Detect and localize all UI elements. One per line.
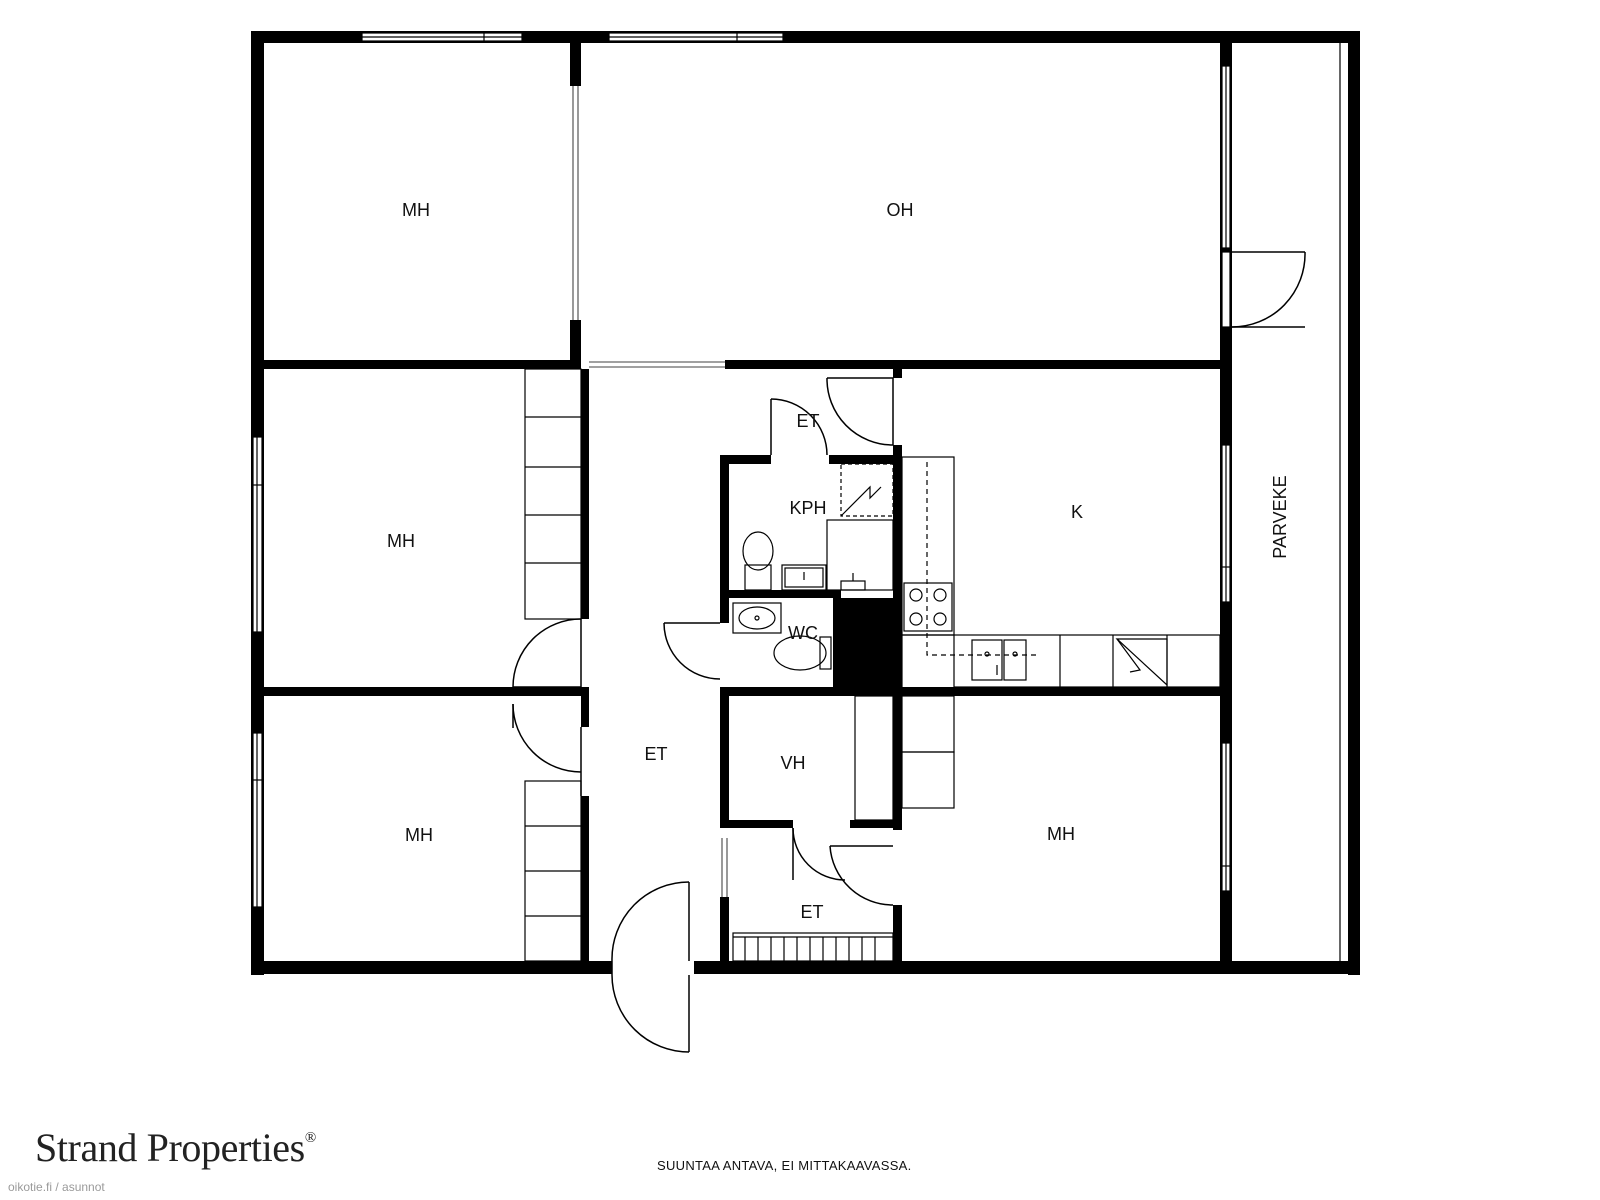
room-label-mh: MH	[387, 531, 415, 551]
bathroom-fixtures	[732, 463, 894, 671]
room-label-mh: MH	[405, 825, 433, 845]
room-label-et: ET	[644, 744, 667, 764]
room-label-k: K	[1071, 502, 1083, 522]
bottom-wall-right	[694, 961, 1360, 974]
room-label-et: ET	[800, 902, 823, 922]
source-watermark: oikotie.fi / asunnot	[8, 1180, 105, 1194]
room-label-wc: WC	[788, 623, 818, 643]
doors	[512, 251, 1306, 1053]
room-label-mh: MH	[402, 200, 430, 220]
interior-walls	[264, 43, 1220, 961]
wardrobes	[524, 368, 955, 962]
room-label-et: ET	[796, 411, 819, 431]
room-label-mh: MH	[1047, 824, 1075, 844]
room-label-kph: KPH	[789, 498, 826, 518]
kitchen-counter	[901, 456, 1221, 688]
scale-disclaimer: SUUNTAA ANTAVA, EI MITTAKAAVASSA.	[657, 1158, 912, 1173]
room-label-parveke: PARVEKE	[1270, 475, 1290, 558]
balcony-right-wall	[1348, 31, 1360, 975]
room-label-vh: VH	[780, 753, 805, 773]
room-labels: MH OH MH ET KPH K PARVEKE WC ET VH MH ET…	[387, 200, 1290, 922]
brand-logo: Strand Properties®	[35, 1124, 316, 1171]
registered-mark: ®	[304, 1130, 316, 1146]
windows	[252, 32, 1231, 908]
openings	[572, 86, 728, 897]
brand-name: Strand Properties	[35, 1125, 305, 1170]
top-wall	[251, 31, 1360, 43]
bottom-wall-left	[251, 961, 612, 974]
room-label-oh: OH	[887, 200, 914, 220]
